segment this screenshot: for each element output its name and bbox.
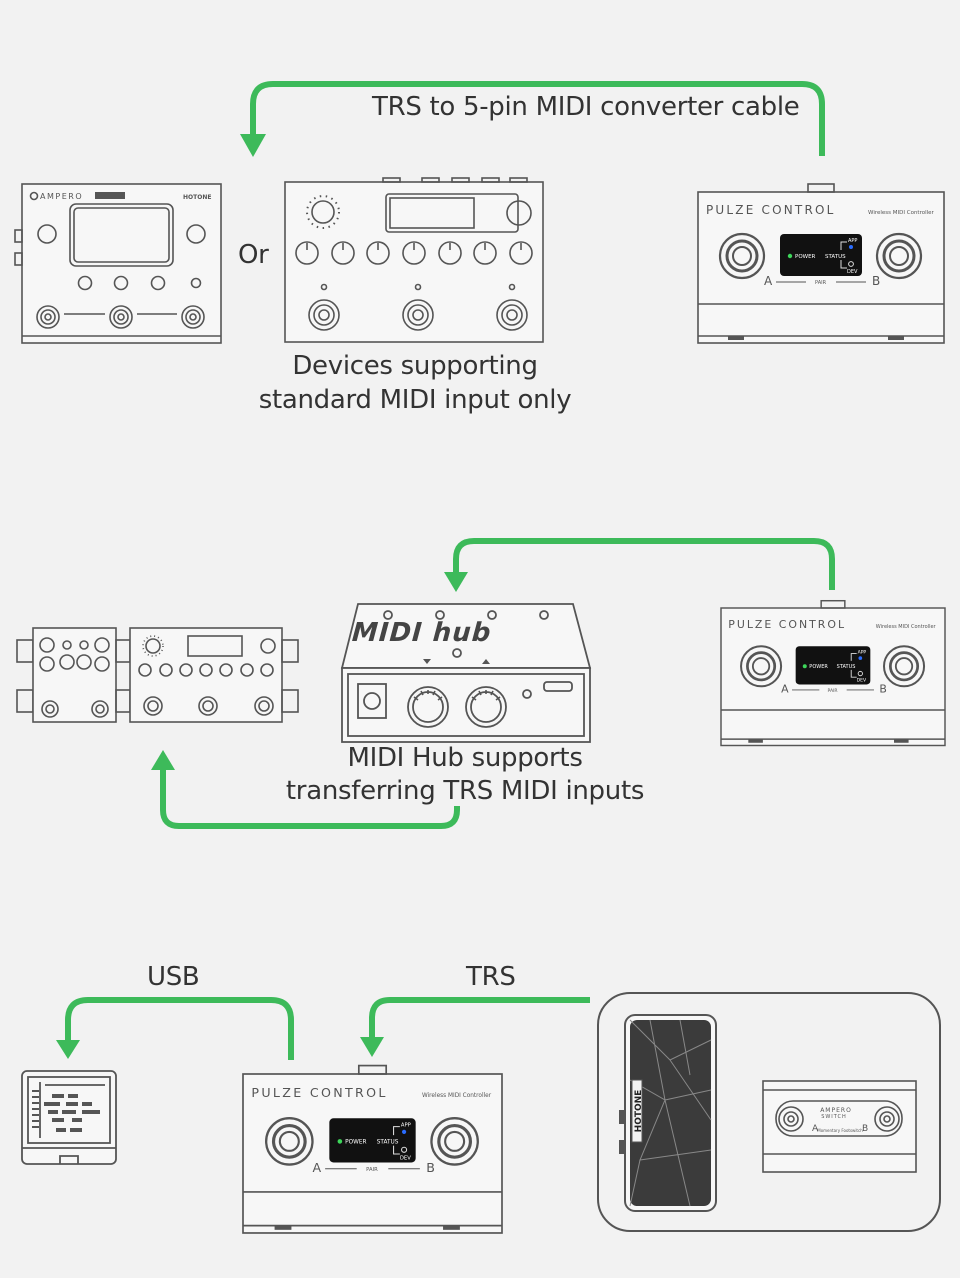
midi-hub-title: MIDI hub (351, 618, 493, 648)
trs-jack-icon (820, 599, 846, 609)
pulze-brand: PULZE CONTROL (728, 618, 846, 631)
label-a: A (312, 1160, 321, 1175)
power-led-icon (802, 664, 807, 669)
power-led-icon (337, 1139, 343, 1144)
label-b: B (872, 274, 880, 288)
power-label: POWER (345, 1139, 366, 1145)
switch-label-a: A (812, 1124, 819, 1134)
section2-caption-line2: transferring TRS MIDI inputs (285, 776, 645, 806)
ampero-badge-icon (95, 192, 125, 199)
pair-label: PAIR (815, 280, 827, 286)
arrow-head-3 (151, 750, 175, 770)
hub-in-marker (482, 659, 490, 664)
pulze-subtitle: Wireless MIDI Controller (422, 1093, 492, 1099)
switch-caption: Momentary Footswitch (817, 1128, 863, 1133)
standard-midi-pedal (284, 177, 544, 343)
app-label: APP (858, 650, 867, 656)
arrow-head-5 (360, 1037, 384, 1057)
switch-label-b: B (862, 1124, 868, 1134)
daw-tracks (32, 1090, 100, 1132)
switch-brand: AMPERO (820, 1107, 852, 1114)
label-a: A (781, 683, 789, 696)
power-label: POWER (795, 254, 816, 260)
midi-hub-box (340, 603, 592, 743)
trs-label: TRS (466, 962, 516, 992)
label-a: A (764, 274, 773, 288)
hub-output-arrow (160, 770, 460, 829)
footswitch-a-icon (718, 232, 766, 280)
footswitch-b-icon (875, 232, 923, 280)
pulze-control-3: POWER STATUS APP DEV PAIR A B PULZE CONTROL Wire… (242, 1064, 503, 1234)
footswitch-b-icon (882, 645, 926, 688)
pulze-control-2: POWER STATUS APP DEV PAIR A B PULZE CONTROL Wire… (720, 599, 946, 747)
din-pins (413, 690, 501, 701)
status-panel (795, 646, 871, 685)
power-label: POWER (809, 664, 828, 670)
expression-pedal (619, 1014, 717, 1212)
pulze-controllers: POWER STATUS APP DEV PAIR A B PULZE CONTROL Wire… (242, 183, 946, 1234)
arrow-head-1 (240, 134, 266, 157)
ampero-switch (762, 1080, 917, 1173)
ampero-maker-text: HOTONE (183, 194, 211, 201)
ampero-pedal (14, 183, 222, 344)
trs-cable-label: TRS to 5-pin MIDI converter cable (372, 92, 800, 122)
footswitch-a-icon (740, 645, 783, 688)
trs-devices-frame (597, 992, 941, 1232)
app-label: APP (848, 238, 857, 244)
pair-label: PAIR (366, 1167, 378, 1173)
app-led-icon (858, 656, 863, 660)
power-led-icon (787, 253, 793, 259)
pulze-brand: PULZE CONTROL (706, 203, 836, 217)
trs-jack-icon (807, 183, 835, 193)
label-b: B (426, 1160, 435, 1175)
dev-label: DEV (847, 269, 858, 275)
or-label: Or (238, 240, 269, 270)
dev-label: DEV (857, 678, 867, 684)
hub-out-marker (423, 659, 431, 664)
status-label: STATUS (837, 664, 856, 670)
label-b: B (879, 683, 886, 696)
footswitch-a-icon (265, 1117, 314, 1166)
pulze-subtitle: Wireless MIDI Controller (868, 210, 935, 216)
section1-caption-line1: Devices supporting (292, 351, 538, 381)
pulze-brand: PULZE CONTROL (251, 1085, 387, 1100)
computer-monitor-icon (21, 1070, 117, 1165)
status-label: STATUS (377, 1139, 399, 1145)
dev-label: DEV (400, 1155, 411, 1161)
usb-arrow (65, 997, 294, 1060)
arrow-head-2 (444, 572, 468, 592)
section2-caption-line1: MIDI Hub supports (347, 743, 583, 773)
app-led-icon (849, 245, 853, 249)
footswitch-b-icon (430, 1117, 479, 1166)
expression-pedal-brand: HOTONE (634, 1090, 644, 1133)
section1-caption-line2: standard MIDI input only (258, 385, 572, 415)
app-led-icon (401, 1129, 407, 1135)
hub-input-arrow (453, 538, 835, 590)
midi-pedalboard (16, 627, 299, 723)
trs-jack-icon (357, 1064, 388, 1075)
app-label: APP (401, 1123, 411, 1129)
pulze-subtitle: Wireless MIDI Controller (876, 624, 937, 630)
status-label: STATUS (825, 254, 846, 260)
arrow-head-4 (56, 1040, 80, 1059)
trs-to-din-arrow (250, 81, 825, 156)
ampero-brand-text: AMPERO (40, 192, 83, 201)
trs-arrow (369, 997, 590, 1037)
switch-sub: SWITCH (821, 1114, 847, 1120)
usb-label: USB (147, 962, 200, 992)
pair-label: PAIR (828, 688, 839, 694)
pulze-control-1: POWER STATUS APP DEV PAIR A B PULZE CONTROL Wire… (697, 183, 945, 344)
